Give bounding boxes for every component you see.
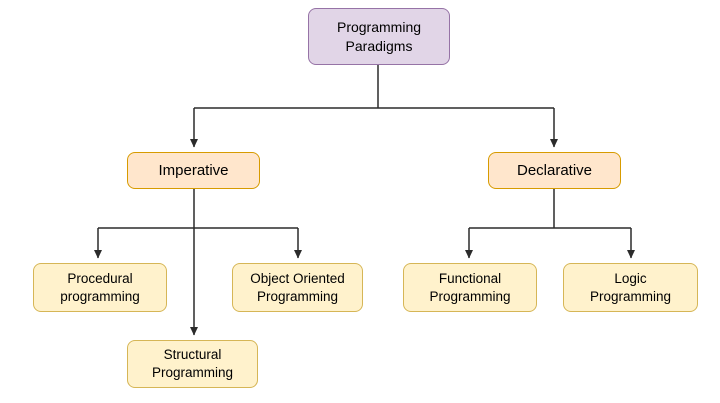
node-programming-paradigms-label: Programming Paradigms (336, 19, 422, 54)
node-imperative-label: Imperative (158, 161, 229, 179)
node-structural-programming-label: Structural Programming (151, 347, 234, 380)
node-declarative: Declarative (488, 152, 621, 189)
node-declarative-label: Declarative (516, 161, 593, 179)
node-functional-programming: Functional Programming (403, 263, 537, 312)
node-functional-programming-label: Functional Programming (429, 270, 511, 304)
node-object-oriented-programming: Object Oriented Programming (232, 263, 363, 312)
node-object-oriented-programming-label: Object Oriented Programming (250, 270, 345, 304)
node-logic-programming-label: Logic Programming (589, 270, 672, 304)
node-procedural-programming-label: Procedural programming (60, 270, 140, 304)
node-structural-programming: Structural Programming (127, 340, 258, 388)
node-imperative: Imperative (127, 152, 260, 189)
node-procedural-programming: Procedural programming (33, 263, 167, 312)
node-logic-programming: Logic Programming (563, 263, 698, 312)
node-programming-paradigms: Programming Paradigms (308, 8, 450, 65)
